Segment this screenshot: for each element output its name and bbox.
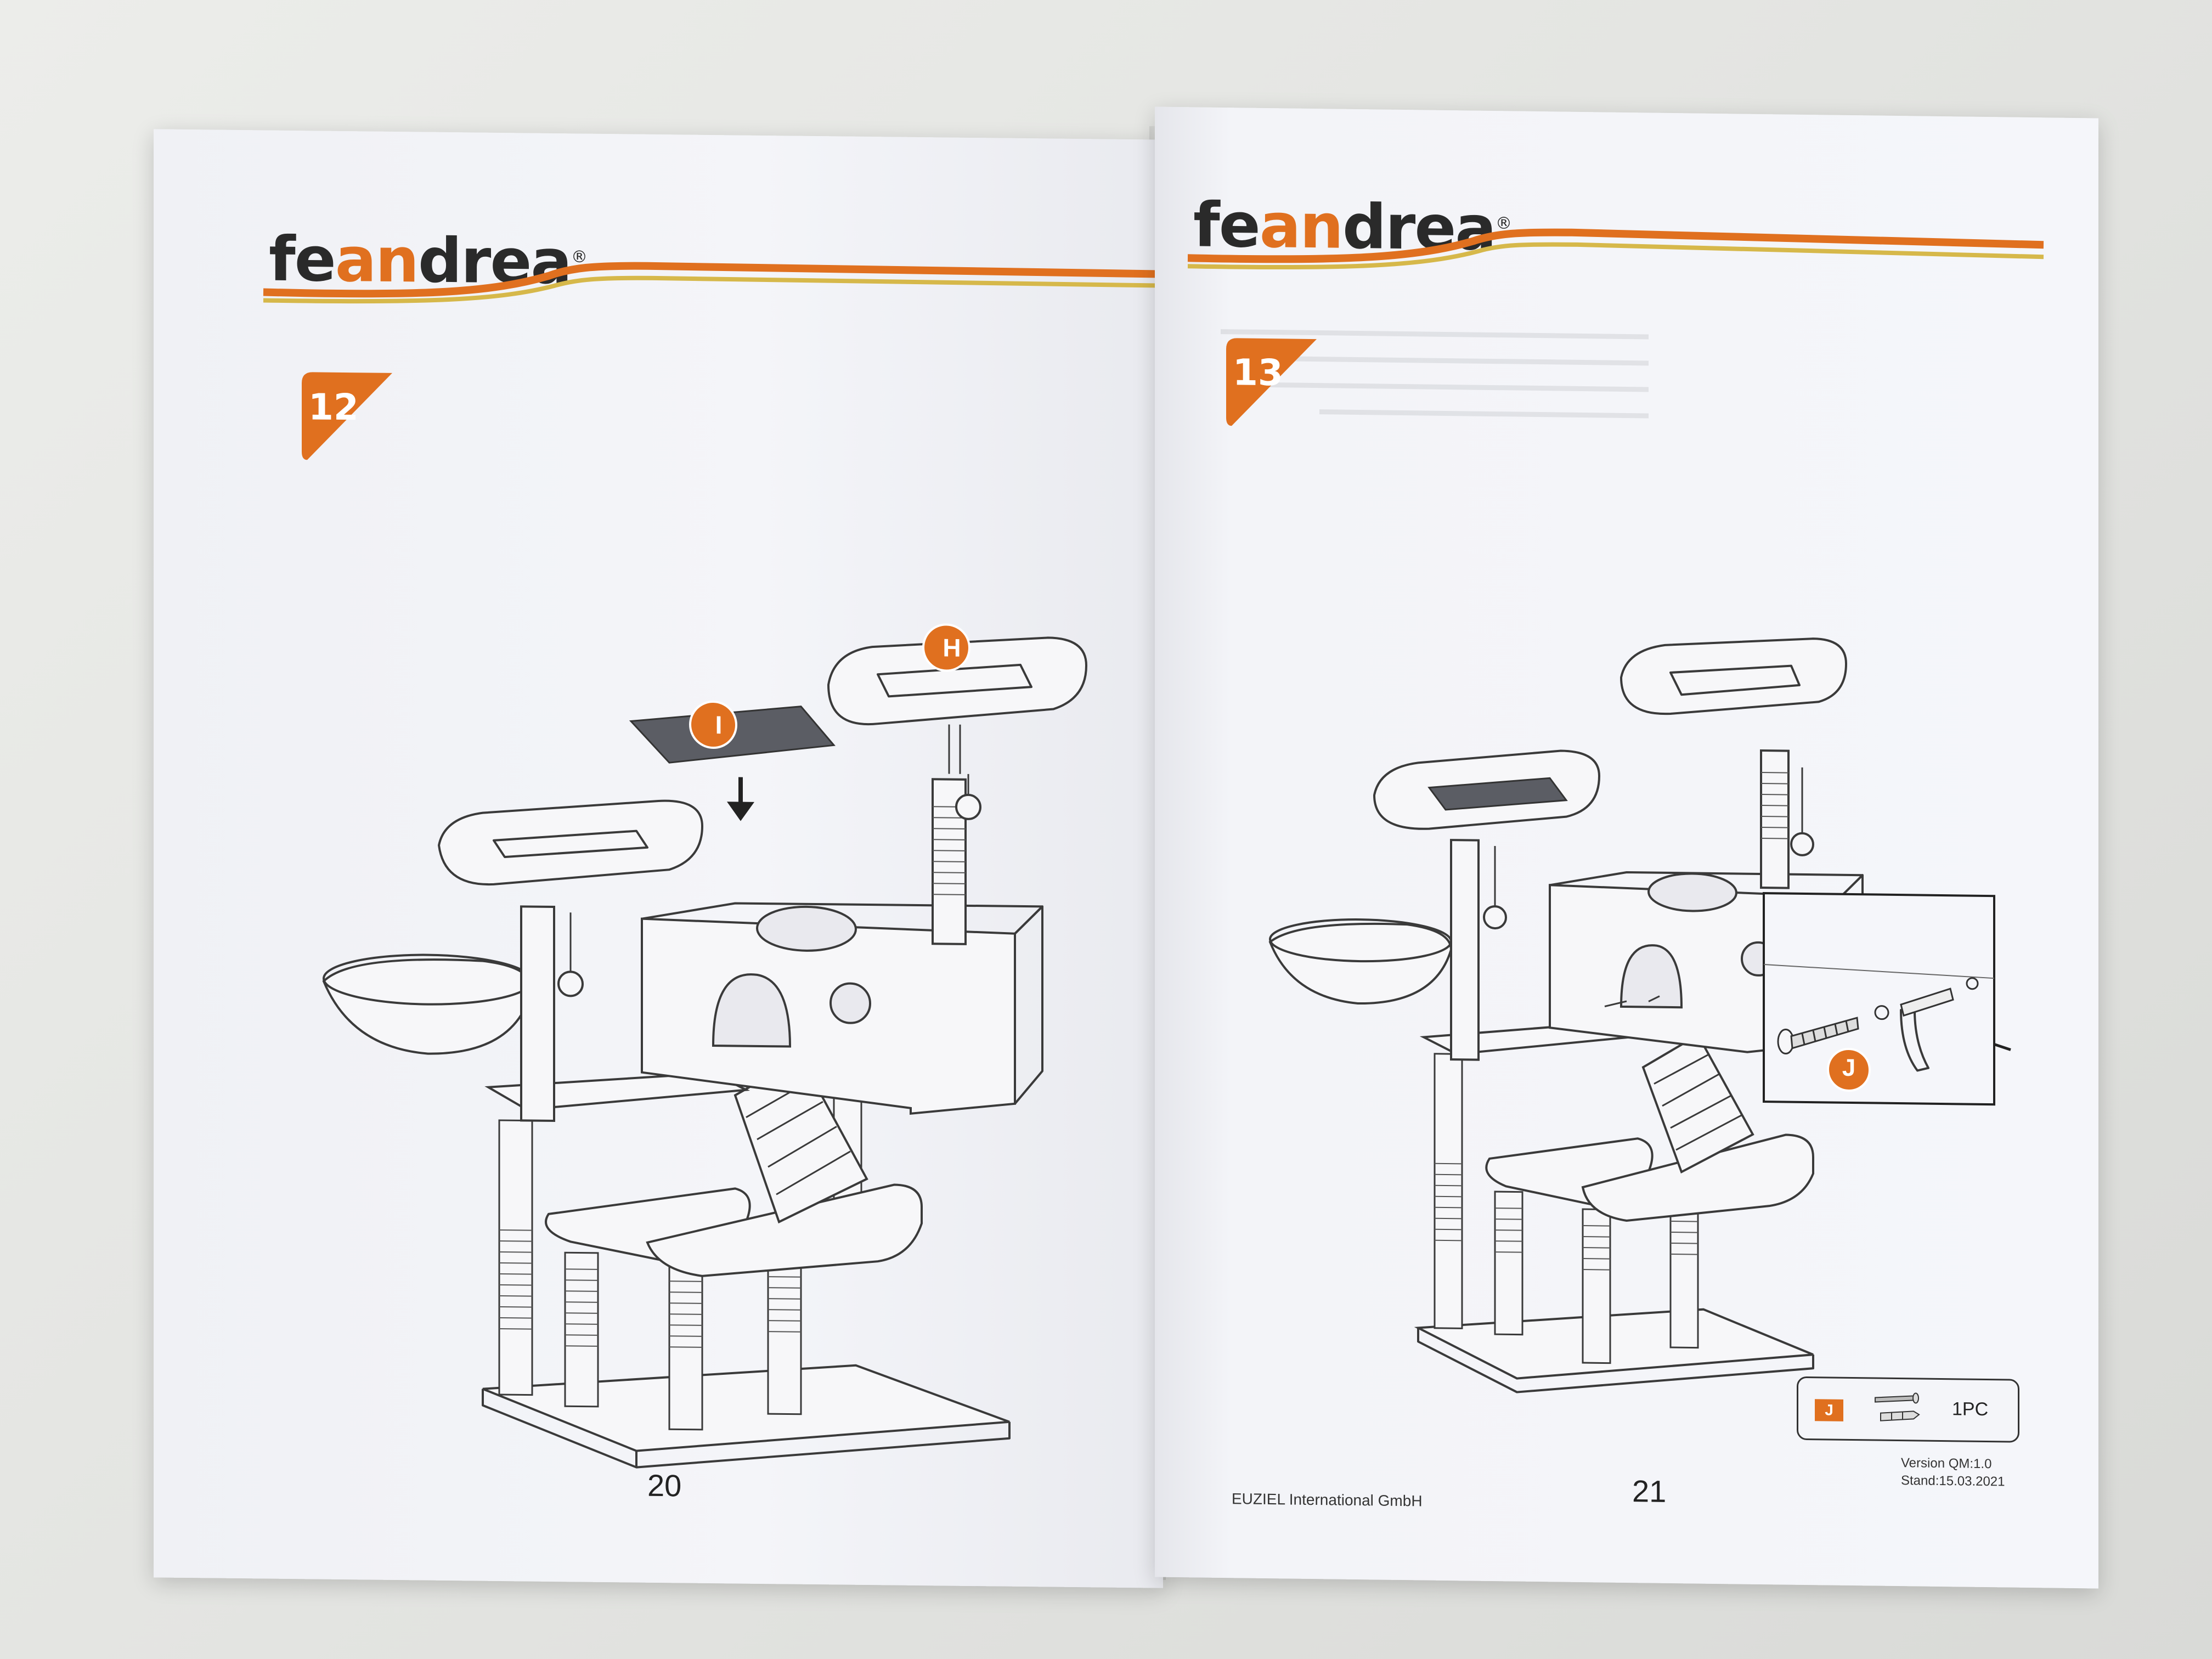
screw-and-anchor-icon [1875, 1392, 1920, 1421]
step-number: 12 [308, 386, 359, 429]
page-number: 21 [1632, 1474, 1667, 1509]
version-number: Version QM:1.0 [1901, 1455, 1992, 1472]
part-label-i: I [715, 710, 723, 740]
manual-page-left: feandrea® 12 [154, 129, 1164, 1588]
parts-list-quantity: 1PC [1952, 1398, 1989, 1420]
manual-page-right: ▬▬▬▬▬▬▬▬▬▬▬▬▬▬▬▬▬▬▬▬▬▬▬▬▬▬ ▬▬▬▬▬▬▬▬▬▬▬▬▬… [1155, 106, 2098, 1589]
part-label-j: J [1842, 1054, 1856, 1082]
header-stripes [1187, 228, 2044, 270]
version-date: Stand:15.03.2021 [1901, 1473, 2005, 1489]
parts-list-label: J [1815, 1399, 1843, 1421]
cat-tree-illustration-step-12 [322, 623, 1088, 1469]
page-number: 20 [647, 1468, 682, 1503]
header-stripes [263, 262, 1164, 304]
step-badge-shape [302, 372, 392, 460]
part-label-h: H [943, 633, 961, 662]
cat-tree-illustration-step-13 [1268, 637, 2011, 1393]
step-badge-shape [1226, 338, 1317, 426]
version-info: Version QM:1.0 Stand:15.03.2021 [1901, 1454, 2005, 1491]
step-number: 13 [1233, 351, 1283, 394]
company-name: EUZIEL International GmbH [1232, 1490, 1423, 1510]
parts-list-box: J 1PC [1797, 1376, 2019, 1443]
wall-anchor-detail-inset [1763, 892, 1995, 1106]
